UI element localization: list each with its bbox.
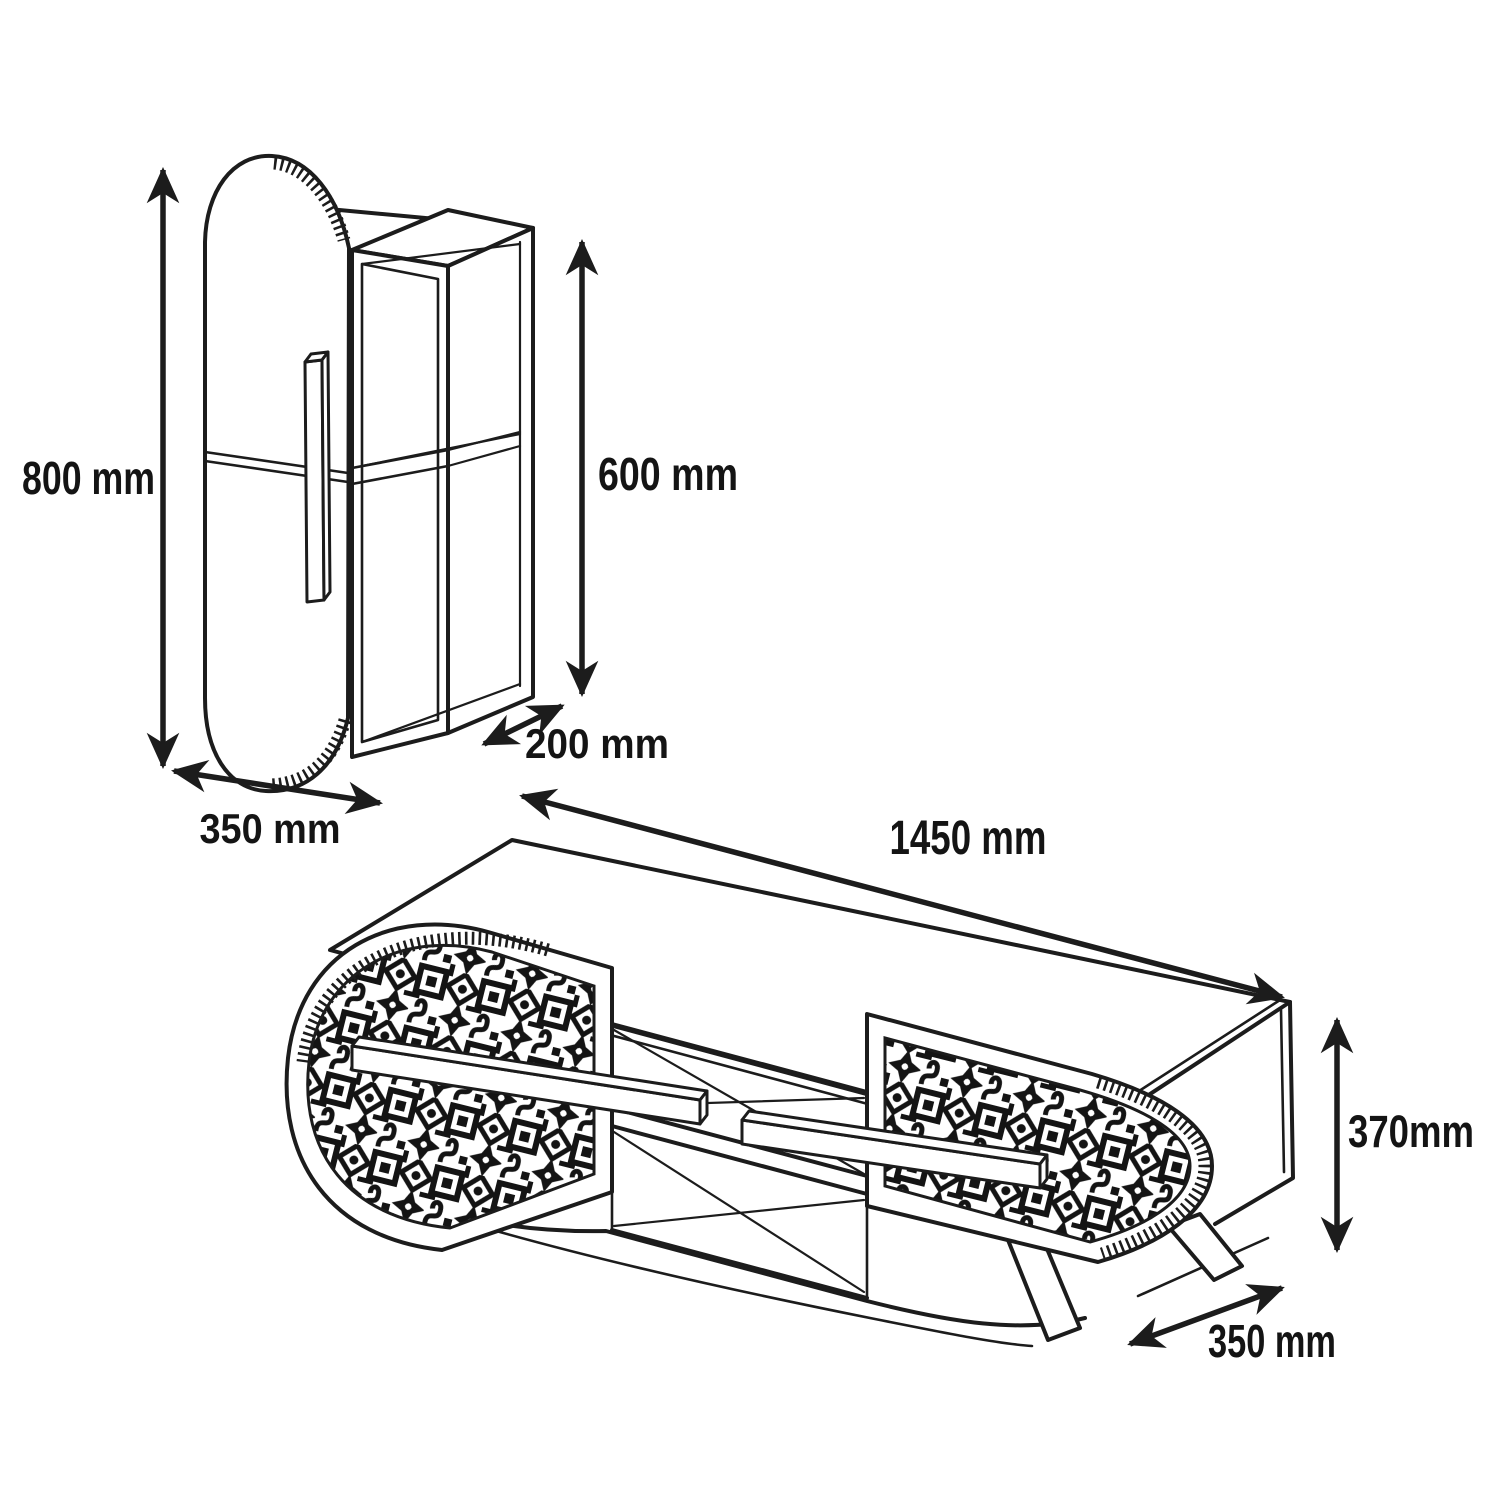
stand-right-door-edge-hatch xyxy=(1096,1075,1212,1261)
dim-label-cabinet-height: 800 mm xyxy=(22,452,155,504)
wall-cabinet-drawing: 800 mm 600 mm 200 mm 350 mm xyxy=(22,153,738,852)
cabinet-door xyxy=(203,153,352,794)
stand-right-door xyxy=(740,1012,1214,1264)
stand-left-door-handle xyxy=(350,1035,709,1126)
stand-right-door-pattern xyxy=(883,1036,1192,1244)
stand-right-door-handle xyxy=(740,1109,1049,1190)
dim-label-cabinet-depth: 200 mm xyxy=(525,720,669,767)
dim-label-cabinet-box-height: 600 mm xyxy=(598,448,738,500)
dim-label-cabinet-width: 350 mm xyxy=(200,805,341,852)
door-edge-hatch-top xyxy=(272,156,351,242)
stand-leg-back-right xyxy=(1166,1212,1244,1282)
dim-arrow-cabinet-depth xyxy=(481,703,565,747)
dim-arrow-cabinet-width xyxy=(171,759,383,815)
dim-label-stand-width: 1450 mm xyxy=(890,812,1047,865)
dim-label-stand-depth: 350 mm xyxy=(1208,1315,1336,1367)
cabinet-door-handle xyxy=(303,350,332,604)
dim-arrow-stand-width xyxy=(519,788,1285,1005)
dim-label-stand-height: 370mm xyxy=(1348,1106,1474,1157)
dim-arrow-stand-depth xyxy=(1127,1284,1285,1348)
stand-left-door xyxy=(284,922,709,1252)
tv-stand-drawing: 1450 mm 370mm 350 mm xyxy=(284,788,1474,1367)
stand-left-door-edge-hatch xyxy=(296,931,550,1063)
cabinet-shelf-box xyxy=(316,206,535,759)
